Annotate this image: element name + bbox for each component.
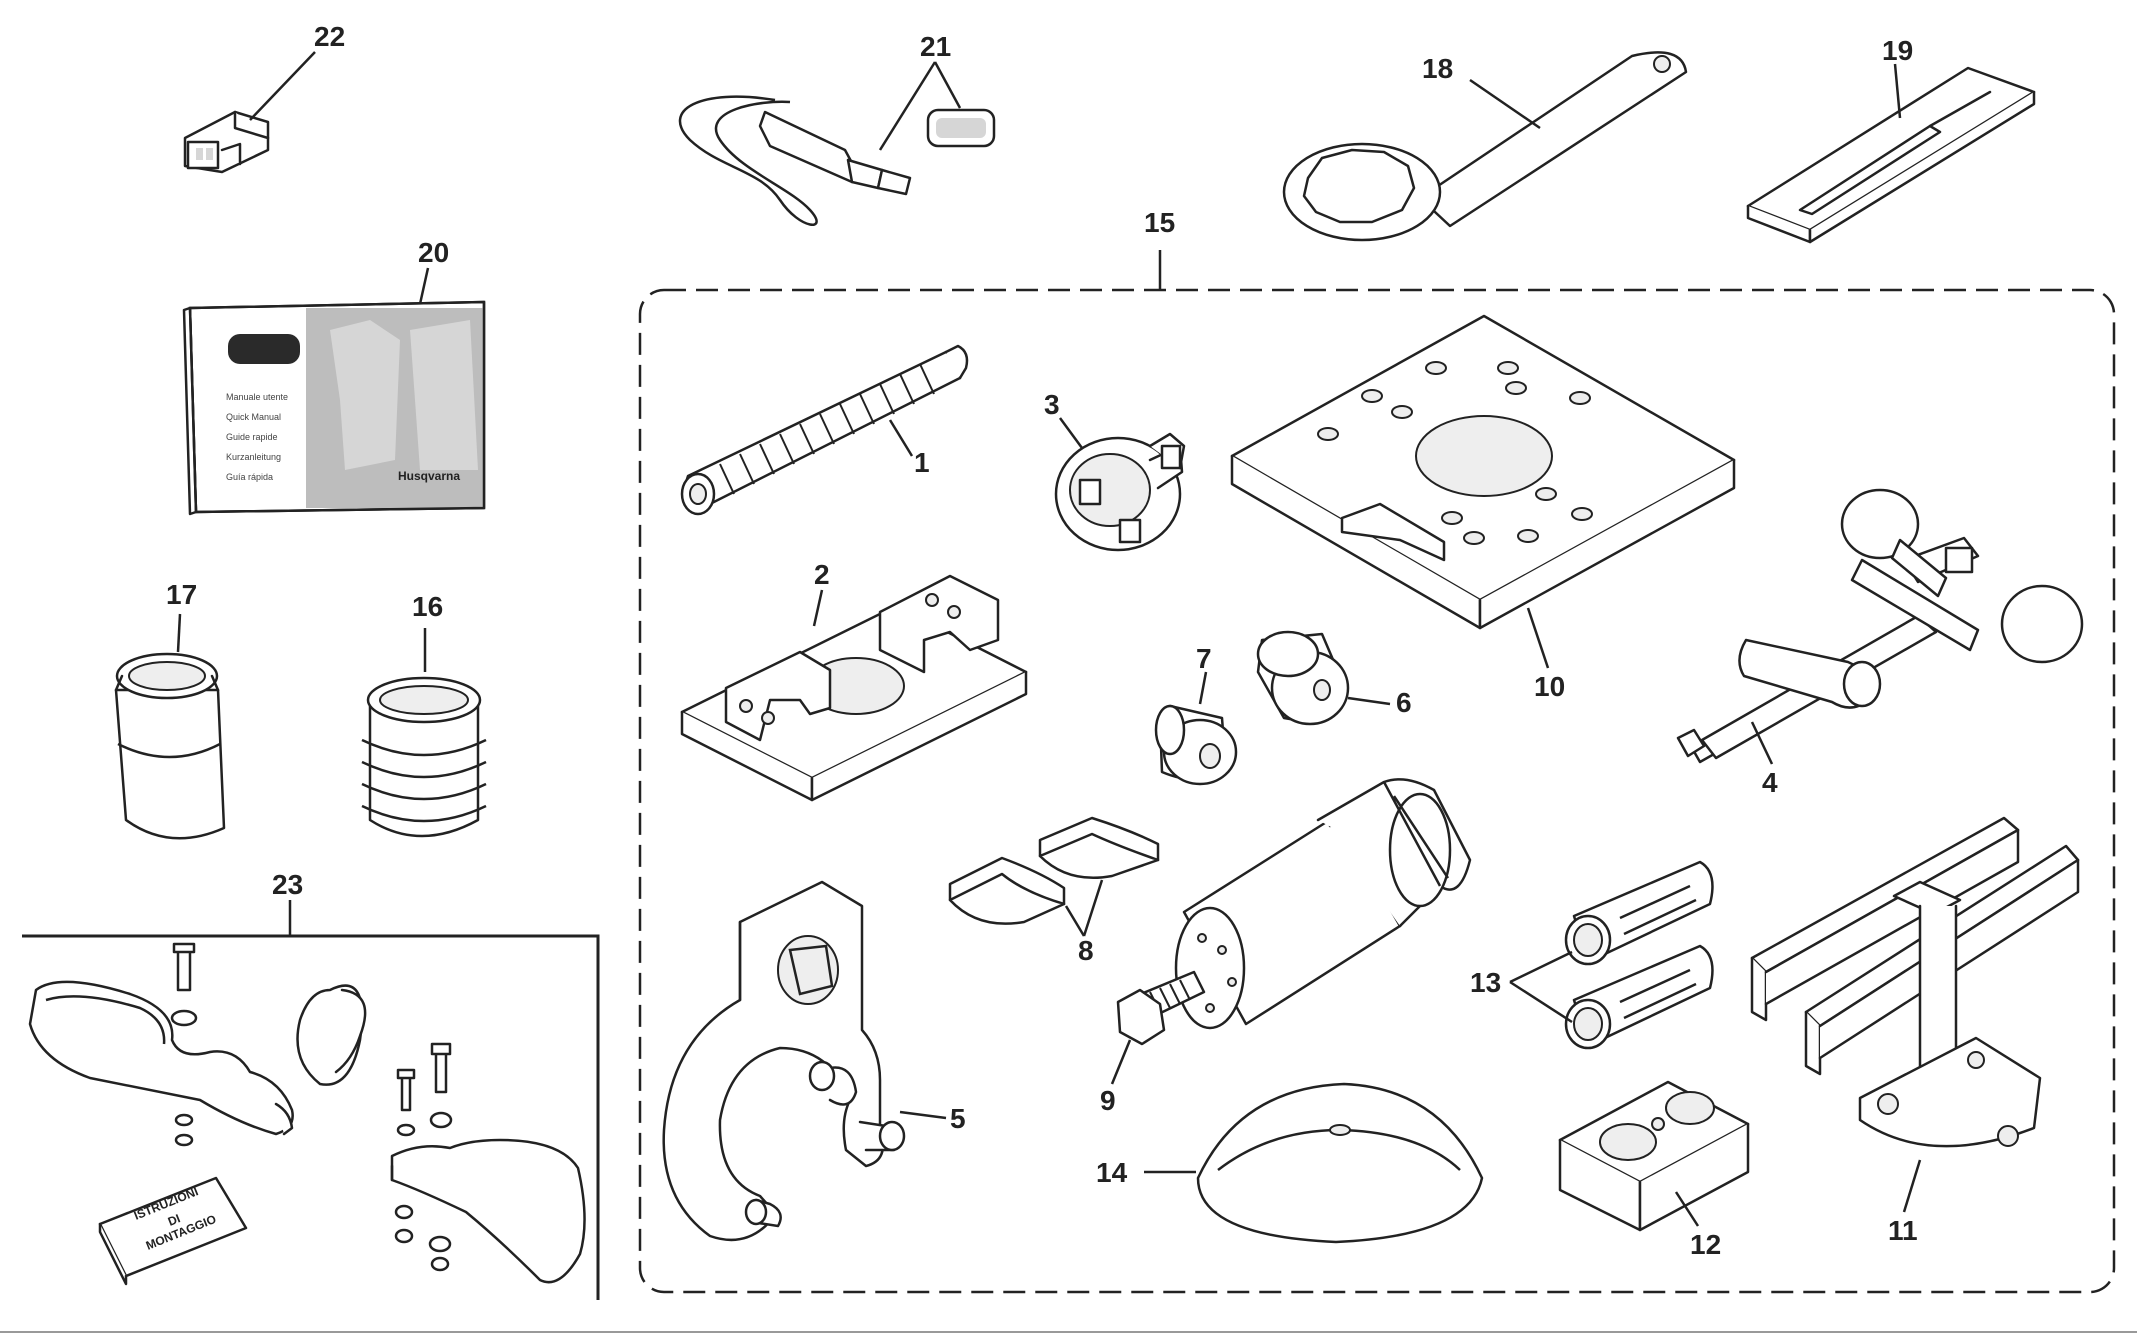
callout-17: 17 <box>166 579 197 610</box>
callout-11: 11 <box>1888 1215 1918 1246</box>
kit-23-frame <box>22 934 600 1300</box>
part-7-bushing <box>1154 704 1238 786</box>
part-8-half-shells <box>948 816 1160 925</box>
part-9-press-cylinder <box>1116 778 1472 1046</box>
part-22-connector <box>183 110 270 174</box>
part-20-manual: Manuale utente Quick Manual Guide rapide… <box>182 300 486 516</box>
callout-10: 10 <box>1534 671 1565 702</box>
manual-line-2: Quick Manual <box>226 412 281 422</box>
callout-14: 14 <box>1096 1157 1128 1188</box>
callout-7: 7 <box>1196 643 1212 674</box>
part-5-fork-puller <box>662 880 906 1242</box>
part-18-ring-wrench <box>1282 51 1688 242</box>
callout-12: 12 <box>1690 1229 1721 1260</box>
booklet-line-2: DI <box>166 1211 182 1228</box>
callout-1: 1 <box>914 447 930 478</box>
callout-5: 5 <box>950 1103 966 1134</box>
callout-2: 2 <box>814 559 830 590</box>
part-4-t-handle-tool <box>1676 488 2084 764</box>
part-6-bushing <box>1256 630 1350 726</box>
callout-16: 16 <box>412 591 443 622</box>
callout-20: 20 <box>418 237 449 268</box>
part-2-holder-block <box>680 574 1028 802</box>
callout-19: 19 <box>1882 35 1913 66</box>
part-13-spring-cages <box>1564 860 1714 1050</box>
callout-6: 6 <box>1396 687 1412 718</box>
callout-13: 13 <box>1470 967 1501 998</box>
part-17-sleeve <box>114 652 226 840</box>
part-23-hand-guard-kit: ISTRUZIONI DI MONTAGGIO <box>28 942 586 1286</box>
callout-23: 23 <box>272 869 303 900</box>
part-11-stand <box>1750 816 2080 1148</box>
callout-3: 3 <box>1044 389 1060 420</box>
manual-line-3: Guide rapide <box>226 432 278 442</box>
part-10-base-plate <box>1230 314 1736 630</box>
part-16-threaded-sleeve <box>361 676 487 838</box>
part-12-block <box>1558 1080 1750 1232</box>
manual-brand: Husqvarna <box>398 469 460 483</box>
callout-4: 4 <box>1762 767 1778 798</box>
kit-15-frame <box>638 288 2116 1294</box>
manual-line-4: Kurzanleitung <box>226 452 281 462</box>
part-14-dome <box>1196 1082 1484 1244</box>
part-1-threaded-rod <box>680 344 969 516</box>
part-3-puller <box>1054 432 1186 552</box>
callout-9: 9 <box>1100 1085 1116 1116</box>
manual-line-5: Guía rápida <box>226 472 273 482</box>
manual-line-1: Manuale utente <box>226 392 288 402</box>
part-21-usb-key <box>678 95 996 226</box>
part-19-slotted-plate <box>1746 66 2036 244</box>
callout-8: 8 <box>1078 935 1094 966</box>
callout-18: 18 <box>1422 53 1453 84</box>
callout-21: 21 <box>920 31 951 62</box>
callout-22: 22 <box>314 21 345 52</box>
callout-15: 15 <box>1144 207 1175 238</box>
